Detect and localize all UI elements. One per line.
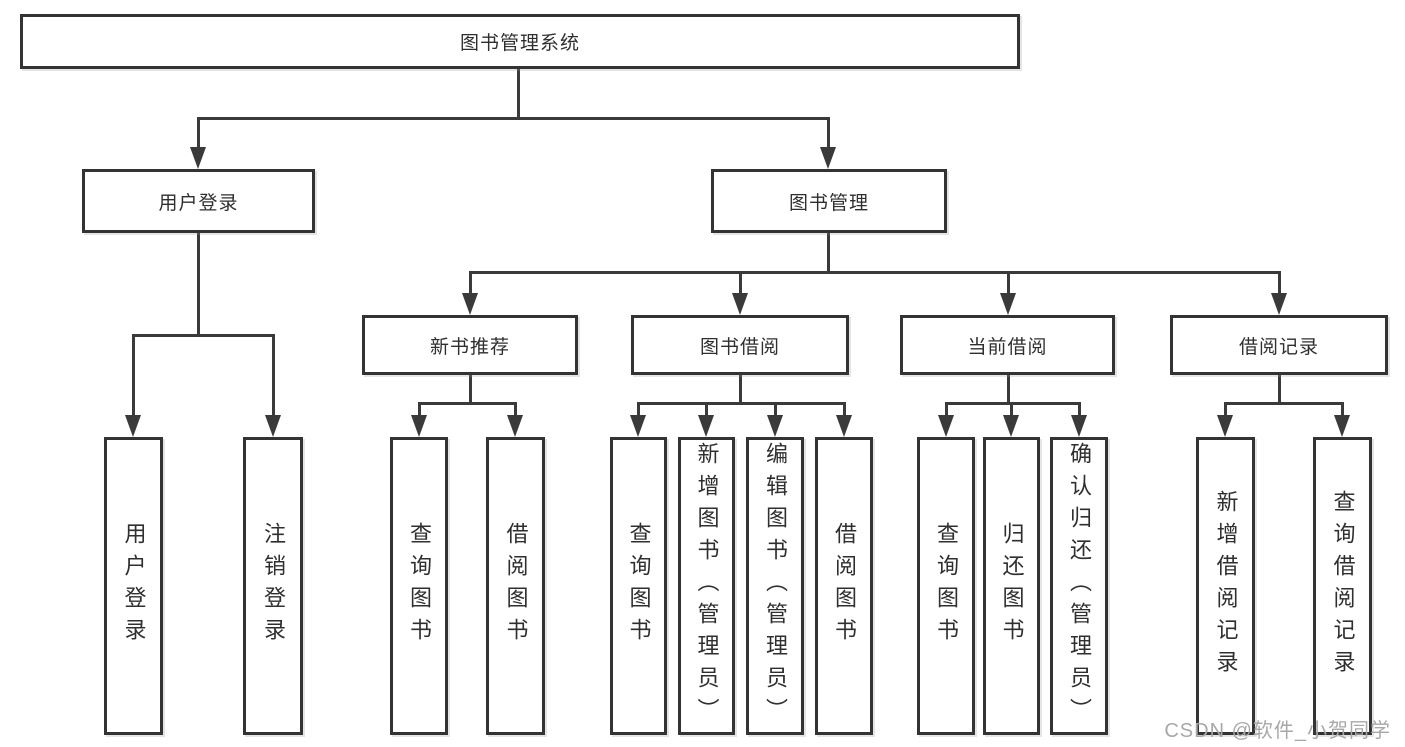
connector-line — [1007, 271, 1010, 297]
leaf-current-confirm-return-admin-label: 确认归还（管理员） — [1067, 442, 1092, 730]
arrow-down-icon — [630, 415, 646, 437]
node-borrow-record-label: 借阅记录 — [1238, 336, 1319, 358]
connector-line — [469, 271, 1281, 274]
node-user-login-label: 用户登录 — [158, 192, 239, 214]
arrow-down-icon — [1334, 415, 1350, 437]
arrow-down-icon — [836, 415, 852, 437]
leaf-borrow-add-book-admin-label: 新增图书（管理员） — [694, 442, 720, 730]
connector-line — [132, 334, 275, 337]
arrow-down-icon — [265, 415, 281, 437]
leaf-borrow-borrow-book: 借阅图书 — [815, 437, 873, 735]
arrow-down-icon — [125, 415, 141, 437]
leaf-record-add-record: 新增借阅记录 — [1196, 437, 1255, 735]
connector-line — [1278, 271, 1281, 297]
node-new-book-recommend-label: 新书推荐 — [429, 336, 510, 358]
connector-line — [945, 402, 1081, 405]
leaf-record-query-record-label: 查询借阅记录 — [1330, 490, 1356, 682]
leaf-recommend-borrow-book-label: 借阅图书 — [503, 522, 529, 650]
leaf-borrow-add-book-admin: 新增图书（管理员） — [678, 437, 735, 735]
node-book-management-label: 图书管理 — [788, 192, 869, 214]
leaf-record-add-record-label: 新增借阅记录 — [1213, 490, 1239, 682]
arrow-down-icon — [462, 293, 478, 315]
connector-line — [197, 117, 200, 151]
node-book-management: 图书管理 — [711, 169, 947, 233]
leaf-borrow-edit-book-admin-label: 编辑图书（管理员） — [763, 442, 788, 730]
connector-line — [418, 402, 517, 405]
connector-line — [1007, 375, 1010, 405]
node-book-borrow-label: 图书借阅 — [699, 336, 780, 358]
arrow-down-icon — [1271, 293, 1287, 315]
connector-line — [1224, 402, 1344, 405]
arrow-down-icon — [820, 147, 836, 169]
leaf-borrow-edit-book-admin: 编辑图书（管理员） — [746, 437, 804, 735]
leaf-current-query-book-label: 查询图书 — [934, 522, 959, 650]
leaf-borrow-query-book: 查询图书 — [610, 437, 667, 735]
leaf-logout-login-label: 注销登录 — [261, 522, 286, 650]
arrow-down-icon — [1003, 415, 1019, 437]
node-borrow-record: 借阅记录 — [1170, 315, 1388, 375]
arrow-down-icon — [507, 415, 523, 437]
connector-line — [739, 375, 742, 405]
leaf-borrow-borrow-book-label: 借阅图书 — [832, 522, 857, 650]
connector-line — [1278, 375, 1281, 405]
node-current-borrow: 当前借阅 — [900, 315, 1115, 375]
connector-line — [197, 233, 200, 336]
connector-line — [469, 271, 472, 297]
arrow-down-icon — [698, 415, 714, 437]
connector-line — [827, 117, 830, 151]
leaf-recommend-borrow-book: 借阅图书 — [486, 437, 545, 735]
arrow-down-icon — [411, 415, 427, 437]
connector-line — [843, 402, 846, 418]
leaf-current-return-book-label: 归还图书 — [999, 522, 1025, 650]
node-book-borrow: 图书借阅 — [631, 315, 849, 375]
connector-line — [1341, 402, 1344, 418]
connector-line — [517, 69, 520, 119]
leaf-logout-login: 注销登录 — [243, 437, 303, 735]
leaf-recommend-query-book-label: 查询图书 — [407, 522, 432, 650]
node-library-management-system-label: 图书管理系统 — [459, 33, 580, 54]
arrow-down-icon — [1000, 293, 1016, 315]
connector-line — [637, 402, 846, 405]
connector-line — [197, 117, 830, 120]
connector-line — [739, 271, 742, 297]
connector-line — [1010, 402, 1013, 418]
arrow-down-icon — [732, 293, 748, 315]
leaf-current-return-book: 归还图书 — [983, 437, 1040, 735]
connector-line — [1078, 402, 1081, 418]
connector-line — [469, 375, 472, 405]
csdn-watermark: CSDN @软件_小贺同学 — [1164, 720, 1391, 742]
connector-line — [774, 402, 777, 418]
connector-line — [272, 334, 275, 418]
node-current-borrow-label: 当前借阅 — [967, 336, 1048, 358]
arrow-down-icon — [1071, 415, 1087, 437]
leaf-record-query-record: 查询借阅记录 — [1313, 437, 1372, 735]
connector-line — [945, 402, 948, 418]
connector-line — [418, 402, 421, 418]
leaf-recommend-query-book: 查询图书 — [390, 437, 448, 735]
leaf-user-login-label: 用户登录 — [121, 522, 147, 650]
node-library-management-system: 图书管理系统 — [20, 14, 1020, 69]
node-user-login: 用户登录 — [82, 169, 315, 233]
leaf-borrow-query-book-label: 查询图书 — [626, 522, 652, 650]
connector-line — [1224, 402, 1227, 418]
connector-line — [514, 402, 517, 418]
leaf-user-login: 用户登录 — [104, 437, 163, 735]
arrow-down-icon — [938, 415, 954, 437]
node-new-book-recommend: 新书推荐 — [362, 315, 578, 375]
leaf-current-query-book: 查询图书 — [917, 437, 975, 735]
connector-line — [827, 233, 830, 274]
leaf-current-confirm-return-admin: 确认归还（管理员） — [1050, 437, 1108, 735]
connector-line — [637, 402, 640, 418]
arrow-down-icon — [1217, 415, 1233, 437]
arrow-down-icon — [190, 147, 206, 169]
arrow-down-icon — [767, 415, 783, 437]
connector-line — [705, 402, 708, 418]
connector-line — [132, 334, 135, 418]
